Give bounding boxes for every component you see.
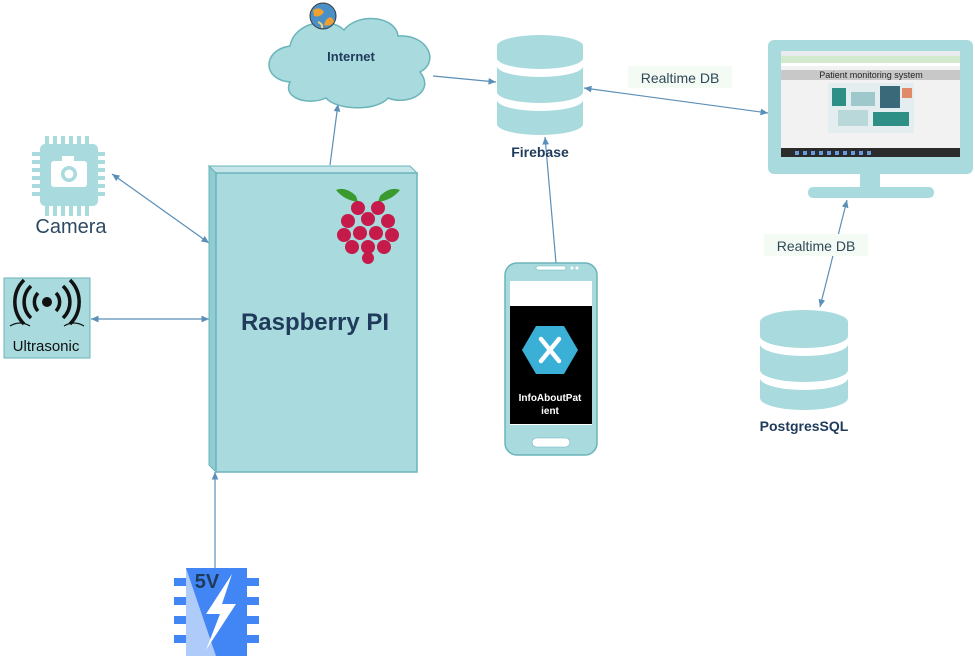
firebase-node: Firebase [497,35,583,160]
camera-chip-icon [32,136,105,216]
edge-label-bg-1 [628,66,732,88]
pi-box-top [207,165,419,174]
camera-node: Camera [32,136,107,238]
camera-label: Camera [35,216,107,238]
hospital-illustration [828,83,914,133]
globe-icon [309,2,337,30]
monitor-node: Patient monitoring system [768,40,973,198]
edge-phone-firebase [542,136,557,264]
edge-label-firebase-monitor: Realtime DB [641,70,720,86]
edge-label-monitor-postgres: Realtime DB [777,238,856,254]
ultrasonic-label: Ultrasonic [13,338,80,355]
monitor-neck [860,174,880,188]
phone-speaker [535,265,567,271]
raspberry-pi-node: Raspberry PI [207,164,419,474]
raspberry-pi-label: Raspberry PI [241,309,389,336]
cloud-shape [268,17,431,109]
edges [91,75,849,568]
edge-internet-firebase [432,75,497,85]
edge-firebase-monitor [583,85,769,116]
edge-camera-pi [111,173,210,244]
ultrasonic-node: Ultrasonic [3,277,91,359]
power-label: 5V [195,571,220,593]
pi-box-side [208,164,217,474]
edge-pi-internet [329,103,341,166]
power-node: 5V [174,568,259,656]
edge-label-bg-2 [764,234,868,256]
smartphone-node: InfoAboutPat ient [504,262,598,456]
app-name-line2: ient [541,406,559,417]
power-chip-icon [174,568,259,656]
firebase-label: Firebase [511,144,569,160]
postgres-node: PostgresSQL [760,310,849,434]
raspberry-logo-icon [336,188,400,264]
database-icon [497,35,583,135]
phone-home-button [531,437,571,448]
xamarin-logo-icon [522,326,578,374]
database-icon [760,310,848,410]
monitor-screen-title: Patient monitoring system [819,70,923,80]
internet-node: Internet [268,2,431,109]
app-name-line1: InfoAboutPat [519,393,582,404]
monitor-stand [808,187,934,198]
postgres-label: PostgresSQL [760,418,849,434]
internet-label: Internet [327,49,375,64]
broadcast-icon [9,278,85,327]
